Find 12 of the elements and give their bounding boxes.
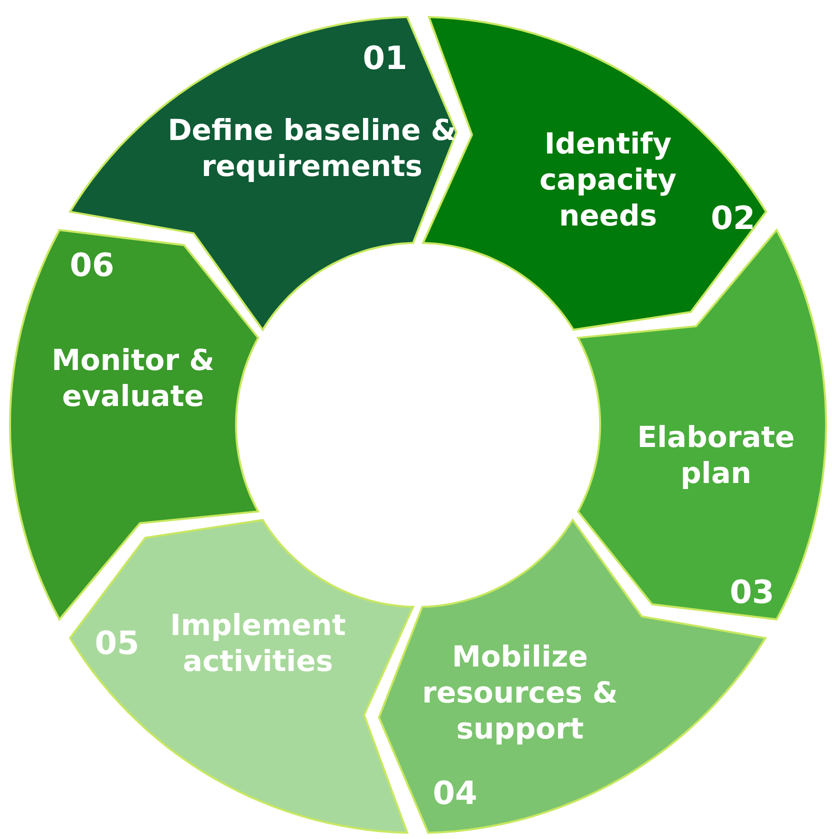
- step-label: Mobilize resources & support: [421, 638, 619, 748]
- step-number: 03: [728, 572, 776, 612]
- step-number: 04: [432, 772, 478, 813]
- step-label: Monitor & evaluate: [50, 342, 216, 414]
- step-number: 01: [362, 38, 408, 78]
- step-number: 02: [710, 198, 756, 238]
- step-label: Elaborate plan: [636, 418, 796, 492]
- step-label: Implement activities: [169, 606, 347, 680]
- step-number: 05: [94, 622, 140, 663]
- step-number: 06: [68, 244, 116, 285]
- step-label: Define baseline & requirements: [166, 112, 458, 184]
- step-label: Identify capacity needs: [538, 126, 678, 234]
